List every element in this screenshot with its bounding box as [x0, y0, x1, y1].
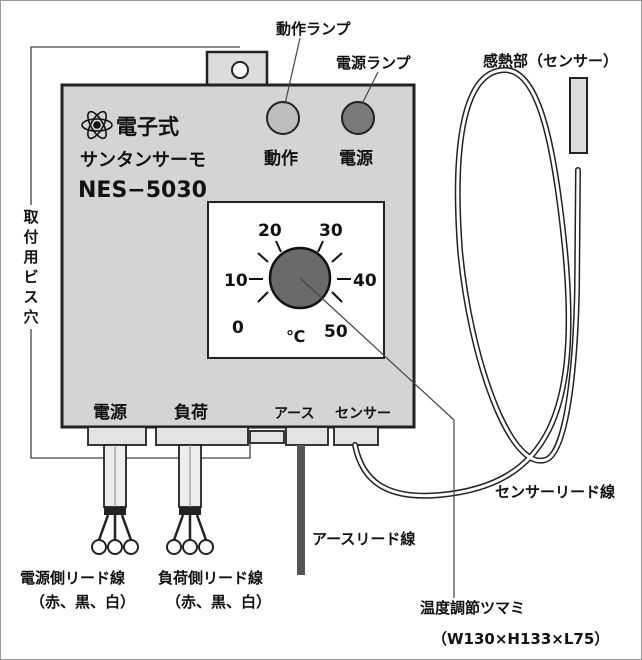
- connector-strip: [87, 426, 379, 446]
- callout-load-lead-1: 負荷側リード線: [158, 569, 263, 587]
- port-earth-label: アース: [274, 406, 314, 422]
- dial-unit: ℃: [286, 327, 305, 346]
- earth-lead-wire: [297, 445, 305, 575]
- mounting-hole-label-backing: [21, 205, 41, 329]
- callout-mounting-hole: 取 付 用 ビ ス 穴: [21, 205, 41, 329]
- svg-text:取: 取: [23, 208, 39, 226]
- sensor-head: [569, 77, 588, 154]
- power-lamp-label: 電源: [339, 148, 373, 169]
- callout-power-lamp: 電源ランプ: [336, 54, 412, 72]
- callout-sensor-head: 感熱部（センサー）: [483, 52, 618, 70]
- device-brand: 電子式: [116, 115, 179, 139]
- callout-sensor-lead: センサーリード線: [495, 483, 615, 501]
- dial-ticks: [249, 240, 351, 303]
- power-lamp: [341, 101, 375, 135]
- dial-tick-10: 10: [224, 271, 248, 291]
- mounting-hole-bracket: [30, 46, 251, 459]
- sensor-cable: [352, 66, 581, 499]
- dial-tick-20: 20: [258, 221, 282, 241]
- device-model: NES−5030: [78, 178, 207, 203]
- power-lead-cable: [91, 444, 139, 555]
- port-load-label: 負荷: [174, 402, 208, 423]
- callout-power-lead-2: （赤、黒、白）: [30, 593, 135, 611]
- svg-text:付: 付: [23, 228, 38, 246]
- device-name: サンタンサーモ: [80, 150, 206, 171]
- dial-tick-50: 50: [324, 322, 348, 342]
- port-power-label: 電源: [93, 402, 127, 423]
- dial-tick-0: 0: [232, 318, 244, 338]
- callout-dimensions: （W130×H133×L75）: [432, 630, 609, 648]
- operation-lamp: [266, 101, 300, 135]
- callout-load-lead-2: （赤、黒、白）: [166, 593, 271, 611]
- dial-tick-30: 30: [319, 221, 343, 241]
- port-sensor-label: センサー: [335, 406, 391, 422]
- operation-lamp-label: 動作: [264, 148, 298, 169]
- svg-text:ス: ス: [23, 288, 38, 306]
- callout-temp-knob: 温度調節ツマミ: [420, 599, 525, 617]
- svg-text:用: 用: [23, 248, 38, 266]
- svg-text:ビ: ビ: [23, 268, 38, 286]
- load-lead-cable: [166, 444, 214, 555]
- callout-lines: [284, 37, 455, 598]
- dial-tick-40: 40: [353, 271, 377, 291]
- callout-power-lead-1: 電源側リード線: [20, 569, 125, 587]
- atom-logo-icon: [81, 110, 113, 140]
- callout-operation-lamp: 動作ランプ: [276, 20, 352, 38]
- callout-earth-lead: アースリード線: [312, 530, 415, 548]
- svg-text:穴: 穴: [23, 308, 38, 326]
